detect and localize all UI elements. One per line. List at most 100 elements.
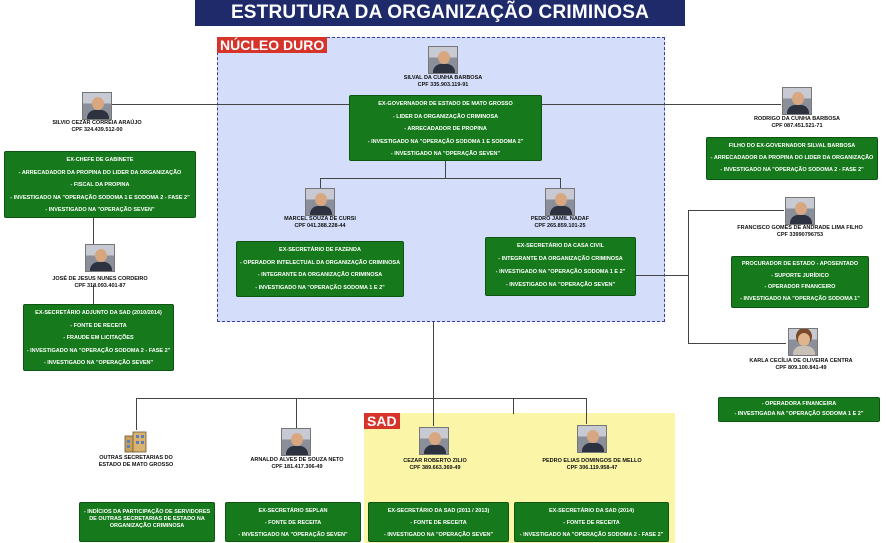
- karla-photo: [788, 328, 818, 356]
- connector-right-vertical: [688, 210, 689, 343]
- francisco-photo: [785, 197, 815, 225]
- francisco-label: FRANCISCO GOMES DE ANDRADE LIMA FILHO CP…: [730, 225, 870, 239]
- box-line: EX-SECRETÁRIO DA SAD (2014): [548, 508, 635, 514]
- connector-silval-right: [541, 104, 781, 105]
- rodrigo-name: RODRIGO DA CUNHA BARBOSA: [753, 116, 841, 122]
- box-line: - LIDER DA ORGANIZAÇÃO CRIMINOSA: [392, 113, 499, 120]
- nucleo-duro-label: NÚCLEO DURO: [217, 37, 328, 53]
- jose-photo: [85, 244, 115, 272]
- cezar-cpf: CPF 389.663.369-49: [409, 465, 461, 471]
- arnaldo-label: ARNALDO ALVES DE SOUZA NETO CPF 181.417.…: [242, 457, 352, 471]
- marcel-photo: [305, 188, 335, 216]
- karla-box: - OPERADORA FINANCEIRA - INVESTIGADA NA …: [718, 397, 880, 422]
- silval-label: SILVAL DA CUNHA BARBOSA CPF 335.903.119-…: [380, 75, 506, 89]
- rodrigo-box: FILHO DO EX-GOVERNADOR SILVAL BARBOSA - …: [706, 137, 878, 180]
- pedro-nadaf-photo: [545, 188, 575, 216]
- pedro-mello-box: EX-SECRETÁRIO DA SAD (2014) - FONTE DE R…: [514, 502, 669, 542]
- pedro-nadaf-name: PEDRO JAMIL NADAF: [530, 216, 590, 222]
- marcel-name: MARCEL SOUZA DE CURSI: [284, 216, 356, 222]
- box-line: - ARRECADADOR DA PROPINA DO LIDER DA ORG…: [710, 155, 874, 161]
- francisco-name: FRANCISCO GOMES DE ANDRADE LIMA FILHO: [737, 225, 863, 231]
- box-line: - ARRECADADOR DE PROPINA: [404, 126, 487, 132]
- cezar-label: CEZAR ROBERTO ZILIO CPF 389.663.369-49: [383, 458, 487, 472]
- box-line: EX-GOVERNADOR DE ESTADO DE MATO GROSSO: [378, 101, 513, 107]
- silval-photo: [428, 46, 458, 74]
- pedro-mello-label: PEDRO ELIAS DOMINGOS DE MELLO CPF 306.11…: [532, 458, 652, 472]
- box-line: - INVESTIGADO NA "OPERAÇÃO SEVEN": [45, 207, 155, 213]
- marcel-cpf: CPF 041.388.228-44: [294, 223, 346, 229]
- connector-silval-down: [445, 161, 446, 179]
- rodrigo-photo: [782, 87, 812, 115]
- box-line: - FRAUDE EM LICITAÇÕES: [63, 335, 134, 341]
- silvio-cpf: CPF 324.439.512-00: [71, 127, 123, 133]
- silval-cpf: CPF 335.903.119-91: [417, 82, 469, 88]
- box-line: - INVESTIGADO NA "OPERAÇÃO SODOMA 1 E 2": [255, 284, 385, 291]
- pedro-mello-name: PEDRO ELIAS DOMINGOS DE MELLO: [542, 458, 642, 464]
- francisco-box: PROCURADOR DE ESTADO - APOSENTADO - SUPO…: [731, 256, 869, 308]
- cezar-name: CEZAR ROBERTO ZILIO: [403, 458, 467, 464]
- box-line: EX-SECRETÁRIO ADJUNTO DA SAD (2010/2014): [35, 310, 162, 316]
- connector-nadaf-up: [560, 178, 561, 188]
- karla-name: KARLA CECÍLIA DE OLIVEIRA CENTRA: [749, 358, 853, 364]
- rodrigo-cpf: CPF 087.451.521-71: [771, 123, 823, 129]
- karla-label: KARLA CECÍLIA DE OLIVEIRA CENTRA CPF 809…: [740, 358, 862, 372]
- pedro-mello-photo: [577, 425, 607, 453]
- box-line: FILHO DO EX-GOVERNADOR SILVAL BARBOSA: [728, 143, 856, 149]
- outras-name: OUTRAS SECRETARIAS DO: [99, 455, 173, 461]
- box-line: - INTEGRANTE DA ORGANIZAÇÃO CRIMINOSA: [498, 256, 623, 262]
- silval-box: EX-GOVERNADOR DE ESTADO DE MATO GROSSO -…: [349, 95, 542, 161]
- francisco-cpf: CPF 33990796753: [776, 232, 824, 238]
- box-line: - FONTE DE RECEITA: [410, 520, 467, 526]
- box-line: - INDÍCIOS DA PARTICIPAÇÃO DE SERVIDORES: [83, 509, 211, 515]
- jose-name: JOSÉ DE JESUS NUNES CORDEIRO: [52, 276, 148, 282]
- box-line: PROCURADOR DE ESTADO - APOSENTADO: [741, 261, 859, 267]
- silvio-name: SILVIO CEZAR CORREIA ARAÚJO: [52, 120, 142, 126]
- box-line: - FONTE DE RECEITA: [264, 520, 322, 526]
- box-line: - INVESTIGADO NA "OPERAÇÃO SEVEN": [505, 282, 616, 288]
- box-line: - INVESTIGADA NA "OPERAÇÃO SODOMA 1 E 2": [734, 410, 864, 417]
- box-line: DE OUTRAS SECRETARIAS DE ESTADO NA: [89, 516, 205, 522]
- buildings-icon: [124, 431, 147, 453]
- box-line: - OPERADORA FINANCEIRA: [761, 401, 837, 407]
- box-line: - INVESTIGADO NA "OPERAÇÃO SODOMA 2 - FA…: [519, 532, 664, 538]
- connector-marcel-up: [320, 178, 321, 188]
- box-line: - INVESTIGADO NA "OPERAÇÃO SEVEN": [383, 532, 494, 538]
- silval-name: SILVAL DA CUNHA BARBOSA: [403, 75, 483, 81]
- connector-sad-bus: [513, 398, 514, 414]
- box-line: - INVESTIGADO NA "OPERAÇÃO SODOMA 1 E 2": [495, 269, 626, 275]
- jose-label: JOSÉ DE JESUS NUNES CORDEIRO CPF 318.093…: [44, 276, 156, 290]
- marcel-box: EX-SECRETÁRIO DE FAZENDA - OPERADOR INTE…: [236, 241, 404, 297]
- rodrigo-label: RODRIGO DA CUNHA BARBOSA CPF 087.451.521…: [742, 116, 852, 130]
- page-title: ESTRUTURA DA ORGANIZAÇÃO CRIMINOSA: [195, 0, 685, 26]
- box-line: - INVESTIGADO NA "OPERAÇÃO SEVEN": [43, 360, 154, 366]
- box-line: - INVESTIGADO NA "OPERAÇÃO SEVEN": [390, 151, 501, 157]
- outras-subtitle: ESTADO DE MATO GROSSO: [98, 462, 174, 468]
- connector-mello-up: [586, 398, 587, 424]
- connector-francisco: [688, 210, 784, 211]
- box-line: EX-SECRETÁRIO SEPLAN: [258, 508, 328, 514]
- connector-cezar-up: [433, 398, 434, 426]
- pedro-nadaf-cpf: CPF 265.859.101-25: [534, 223, 586, 229]
- arnaldo-photo: [281, 428, 311, 456]
- cezar-box: EX-SECRETÁRIO DA SAD (2011 / 2013) - FON…: [368, 502, 509, 542]
- box-line: EX-SECRETÁRIO DA CASA CIVIL: [517, 243, 604, 249]
- box-line: - INVESTIGADO NA "OPERAÇÃO SODOMA 1": [740, 295, 860, 302]
- jose-cpf: CPF 318.093.401-87: [74, 283, 126, 289]
- box-line: - INVESTIGADO NA "OPERAÇÃO SODOMA 1 E SO…: [367, 138, 524, 145]
- connector-bottom-bus: [136, 398, 586, 399]
- outras-box: - INDÍCIOS DA PARTICIPAÇÃO DE SERVIDORES…: [79, 502, 215, 542]
- box-line: - FISCAL DA PROPINA: [70, 182, 130, 188]
- arnaldo-name: ARNALDO ALVES DE SOUZA NETO: [250, 457, 344, 463]
- connector-karla: [688, 343, 786, 344]
- sad-label: SAD: [364, 413, 400, 429]
- box-line: - SUPORTE JURÍDICO: [771, 272, 829, 279]
- box-line: EX-SECRETÁRIO DE FAZENDA: [279, 247, 361, 253]
- connector-jose-left: [93, 285, 94, 305]
- box-line: EX-SECRETÁRIO DA SAD (2011 / 2013): [387, 508, 490, 514]
- cezar-photo: [419, 427, 449, 455]
- box-line: - INVESTIGADO NA "OPERAÇÃO SODOMA 2 - FA…: [26, 347, 171, 354]
- box-line: - FONTE DE RECEITA: [563, 520, 620, 526]
- box-line: - INVESTIGADO NA "OPERAÇÃO SODOMA 1 E SO…: [10, 194, 190, 201]
- connector-outras-up: [136, 398, 137, 430]
- silvio-photo: [82, 92, 112, 120]
